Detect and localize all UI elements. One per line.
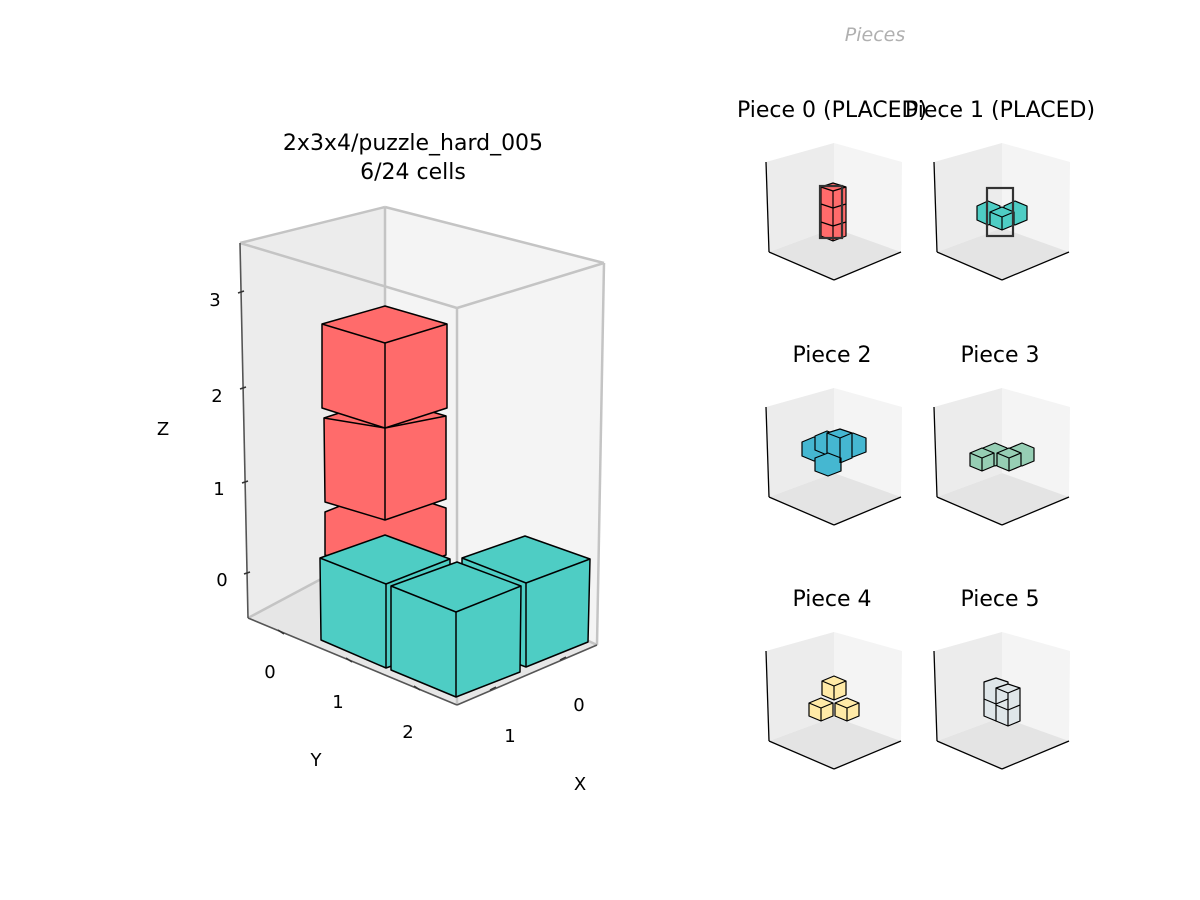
y-tick-label: 0 [264,662,275,683]
y-tick-label: 2 [402,722,413,743]
main-title-line1: 2x3x4/puzzle_hard_005 [283,131,543,156]
y-tick-label: 1 [332,692,343,713]
piece-title: Piece 1 (PLACED) [905,98,1095,123]
x-tick-label: 0 [573,695,584,716]
x-axis-ticks [489,656,567,691]
x-tick-label: 1 [504,726,515,747]
z-tick-label: 3 [209,290,220,311]
x-axis-label: X [574,774,586,795]
piece-title: Piece 4 [792,587,871,612]
z-axis-ticks [237,290,251,575]
piece-title: Piece 3 [960,343,1039,368]
z-tick-label: 0 [216,570,227,591]
y-axis-label: Y [310,750,323,771]
piece-title: Piece 2 [792,343,871,368]
teal-piece [319,534,591,698]
piece-panel-2: Piece 2 [765,343,902,526]
piece-panel-3: Piece 3 [933,343,1070,526]
piece-panel-4: Piece 4 [765,587,902,770]
main-3d-view: 2x3x4/puzzle_hard_005 6/24 cells [157,131,606,795]
z-axis-label: Z [157,419,169,440]
piece-title: Piece 5 [960,587,1039,612]
piece-title: Piece 0 (PLACED) [737,98,927,123]
figure-title: Pieces [845,24,906,46]
piece-panel-1: Piece 1 (PLACED) [905,98,1095,281]
z-tick-label: 2 [211,386,222,407]
piece-panel-5: Piece 5 [933,587,1070,770]
y-axis-ticks [277,629,421,691]
z-tick-label: 1 [213,479,224,500]
piece-panel-0: Piece 0 (PLACED) [737,98,927,281]
main-title-line2: 6/24 cells [360,160,466,185]
